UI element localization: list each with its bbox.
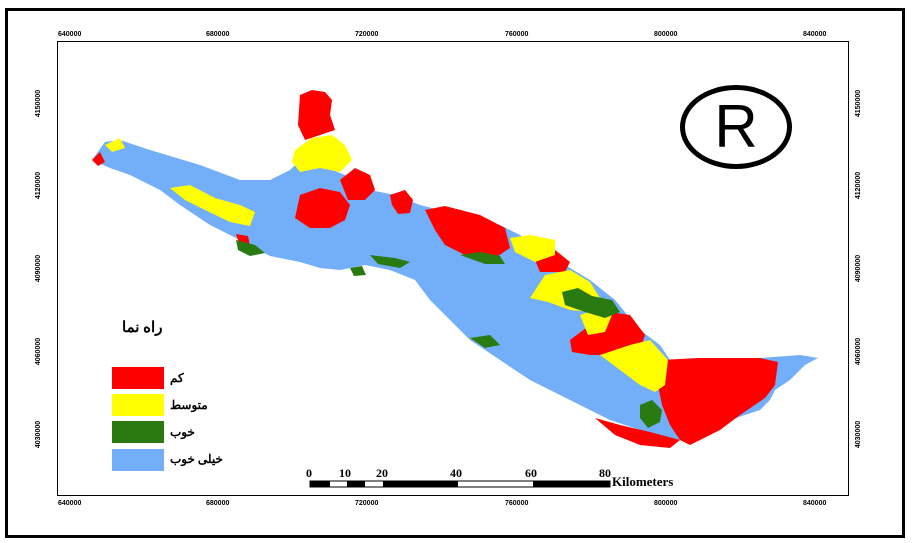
zone-medium-7 bbox=[105, 138, 125, 152]
x-tick-top-1: 640000 bbox=[58, 31, 82, 38]
scale-label-0: 0 bbox=[306, 466, 312, 480]
x-tick-bottom-4: 760000 bbox=[505, 500, 529, 507]
zone-low-8 bbox=[658, 358, 778, 445]
scale-unit-label: Kilometers bbox=[612, 474, 674, 489]
x-tick-top-5: 800000 bbox=[654, 31, 678, 38]
x-tick-top-6: 840000 bbox=[803, 31, 827, 38]
scale-label-60: 60 bbox=[525, 466, 537, 480]
zone-good-4 bbox=[370, 255, 410, 268]
legend-label-low: کم bbox=[170, 371, 184, 385]
scale-label-80: 80 bbox=[599, 466, 611, 480]
zone-good-3 bbox=[236, 240, 265, 256]
zone-low-3 bbox=[340, 168, 375, 200]
x-tick-top-3: 720000 bbox=[355, 31, 379, 38]
x-tick-bottom-2: 680000 bbox=[206, 500, 230, 507]
scale-label-20: 20 bbox=[376, 466, 388, 480]
legend-swatch-very-good bbox=[112, 449, 164, 471]
zone-low-10 bbox=[92, 152, 105, 166]
zone-medium-2 bbox=[170, 185, 255, 226]
legend-label-good: خوب bbox=[170, 425, 195, 439]
zone-medium-6 bbox=[600, 340, 668, 392]
legend-swatch-medium bbox=[112, 394, 164, 416]
zone-medium-1 bbox=[292, 135, 352, 172]
x-tick-top-2: 680000 bbox=[206, 31, 230, 38]
zone-good-6 bbox=[350, 266, 366, 276]
zone-good-5 bbox=[470, 335, 500, 348]
zone-low-1 bbox=[298, 90, 335, 140]
zone-low-6 bbox=[535, 250, 570, 272]
zone-good-2 bbox=[640, 400, 662, 428]
x-tick-bottom-6: 840000 bbox=[803, 500, 827, 507]
zone-low-4 bbox=[390, 190, 413, 214]
x-tick-bottom-5: 800000 bbox=[654, 500, 678, 507]
scale-label-10: 10 bbox=[339, 466, 351, 480]
zone-medium-3 bbox=[510, 235, 555, 262]
zone-good-1 bbox=[562, 288, 620, 318]
north-symbol-icon: R bbox=[680, 85, 792, 169]
x-tick-bottom-3: 720000 bbox=[355, 500, 379, 507]
zone-low-7 bbox=[570, 312, 645, 355]
map-outer-frame bbox=[5, 8, 905, 538]
scale-label-40: 40 bbox=[450, 466, 462, 480]
legend-label-very-good: خیلی خوب bbox=[170, 452, 223, 466]
legend-label-medium: متوسط bbox=[170, 398, 208, 412]
x-tick-top-4: 760000 bbox=[505, 31, 529, 38]
zone-low-9 bbox=[595, 418, 680, 448]
scale-bar bbox=[309, 480, 611, 488]
zone-low-2 bbox=[295, 188, 350, 228]
legend-swatch-good bbox=[112, 421, 164, 443]
x-tick-bottom-1: 640000 bbox=[58, 500, 82, 507]
legend-swatch-low bbox=[112, 367, 164, 389]
zone-good-7 bbox=[460, 252, 505, 264]
zone-low-5 bbox=[425, 206, 510, 258]
legend-title: راه نما bbox=[122, 320, 163, 336]
